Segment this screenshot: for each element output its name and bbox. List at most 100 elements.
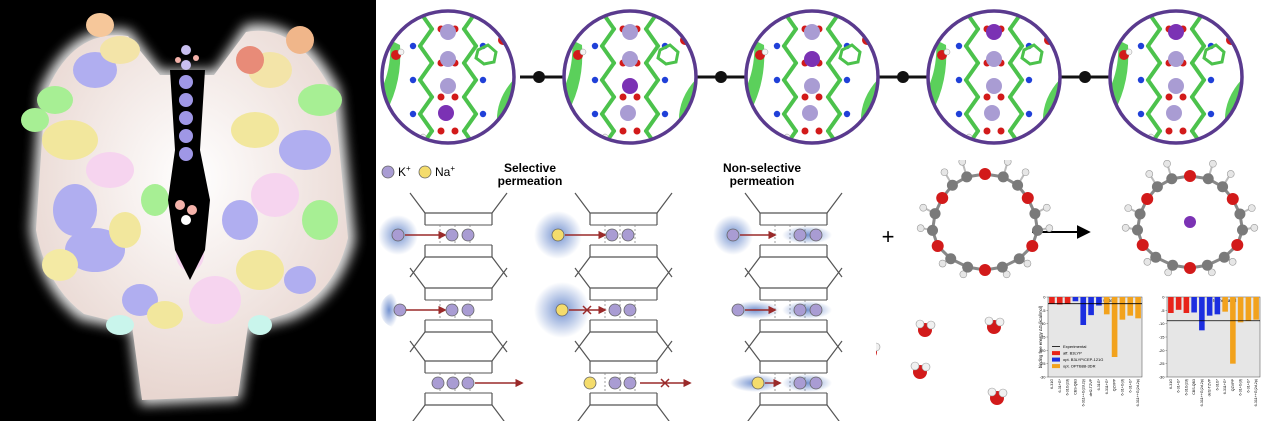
potassium-ion — [446, 376, 460, 390]
oxygen-atom — [1021, 192, 1034, 204]
potassium-ion — [445, 228, 459, 242]
water-hydrogen — [943, 48, 951, 56]
block-cross — [660, 378, 670, 388]
backbone-bond — [644, 27, 660, 48]
water-oxygen — [1024, 11, 1034, 17]
carbon-atom — [1012, 179, 1024, 191]
water-oxygen — [468, 140, 478, 143]
backbone-bond — [462, 78, 478, 99]
backbone-bond — [964, 61, 980, 82]
water-hydrogen — [1001, 0, 1007, 5]
backbone-bond — [418, 44, 434, 65]
selective-heading-line1: Selective — [504, 161, 556, 175]
backbone-bond — [964, 112, 980, 133]
backbone-bond — [1146, 78, 1162, 99]
nitrogen-atom — [844, 145, 850, 151]
bar — [1088, 297, 1094, 316]
hydrogen-atom — [1124, 204, 1133, 212]
water-oxygen — [767, 11, 777, 20]
oxygen-atom — [1026, 240, 1039, 252]
water-oxygen — [1196, 140, 1206, 143]
x-tick-label: 6-31G* — [1215, 378, 1219, 390]
bar — [1175, 297, 1182, 310]
potassium-ion — [793, 376, 807, 390]
bar — [1253, 297, 1259, 320]
bar-chart-panel: In methanol0-5-10-15-20-25-306-31G6-31+G… — [1159, 295, 1261, 406]
backbone-bond — [462, 27, 478, 48]
helix-ribbon — [928, 40, 947, 125]
water-hydrogen — [819, 0, 825, 5]
bar — [1127, 297, 1134, 316]
backbone-bond — [1146, 44, 1162, 65]
hydrogen-atom — [1003, 160, 1012, 166]
backbone-bond — [1146, 27, 1162, 48]
bar — [1191, 297, 1197, 313]
carbon-atom — [997, 171, 1009, 183]
potassium-ion — [809, 228, 823, 242]
bar — [1135, 297, 1141, 319]
nitrogen-atom — [773, 42, 781, 50]
x-tick-label: def2-TZVP — [1089, 378, 1093, 396]
water-hydrogen — [504, 33, 512, 41]
potassium-ion — [731, 303, 745, 317]
nitrogen-atom — [661, 76, 669, 84]
water-hydrogen — [1125, 48, 1133, 56]
water-hydrogen — [666, 11, 674, 13]
y-tick-label: -20 — [1159, 348, 1166, 353]
water-hydrogen — [848, 11, 856, 13]
water-hydrogen — [656, 138, 664, 143]
helix-ribbon — [382, 40, 401, 125]
potassium-ion — [608, 303, 622, 317]
backbone-bond — [782, 61, 798, 82]
carbonyl-oxygen — [451, 127, 459, 135]
crown-ether-panel: + — [876, 160, 1259, 405]
carbon-atom — [1201, 259, 1213, 271]
nitrogen-atom — [1207, 110, 1215, 118]
nitrogen-atom — [1025, 76, 1033, 84]
backbone-bond — [964, 44, 980, 65]
snapshot-ring — [926, 9, 1062, 145]
backbone-bond — [826, 44, 842, 65]
nitrogen-atom — [955, 42, 963, 50]
backbone-bond — [600, 112, 616, 133]
water-molecule — [876, 342, 881, 356]
backbone-bond — [418, 27, 434, 48]
x-tick-label: 6-31G(2d) — [1066, 379, 1070, 395]
carbonyl-oxygen — [815, 93, 823, 101]
y-tick-label: -30 — [1159, 375, 1166, 380]
pore-wall-top — [574, 192, 673, 214]
backbone-bond — [600, 27, 616, 48]
carbonyl-oxygen — [633, 93, 641, 101]
y-tick-label: 0 — [1043, 295, 1046, 300]
filter-snapshot — [926, 0, 1062, 151]
water-hydrogen — [868, 33, 876, 41]
filter-snapshot — [744, 0, 880, 151]
nitrogen-atom — [409, 42, 417, 50]
carbonyl-oxygen — [451, 93, 459, 101]
water-hydrogen — [955, 11, 963, 16]
nitrogen-atom — [591, 110, 599, 118]
nitrogen-atom — [773, 76, 781, 84]
pore-wall-top — [409, 192, 508, 214]
water-hydrogen — [1020, 138, 1028, 143]
bar — [1119, 297, 1126, 320]
oxygen-atom — [936, 192, 949, 204]
nonselective-heading-line1: Non-selective — [723, 161, 801, 175]
legend-swatch — [1052, 357, 1060, 362]
potassium-ion — [809, 303, 823, 317]
nitrogen-atom — [591, 76, 599, 84]
nitrogen-atom — [956, 145, 962, 151]
partial-hydration-shell — [380, 292, 398, 328]
carbon-atom — [1167, 259, 1179, 271]
bar — [1064, 297, 1071, 304]
carbon-atom — [961, 171, 973, 183]
pore-wall-top — [409, 340, 508, 362]
hydrogen-atom — [1208, 268, 1216, 277]
potassium-ion — [440, 78, 456, 94]
nitrogen-atom — [661, 11, 669, 16]
potassium-legend-label: K+ — [398, 164, 411, 179]
pore-wall-bottom — [577, 404, 670, 421]
carbonyl-oxygen — [983, 127, 991, 135]
x-tick-label: 6-311++G(2d,2p) — [1081, 379, 1085, 406]
water-hydrogen — [579, 48, 587, 56]
